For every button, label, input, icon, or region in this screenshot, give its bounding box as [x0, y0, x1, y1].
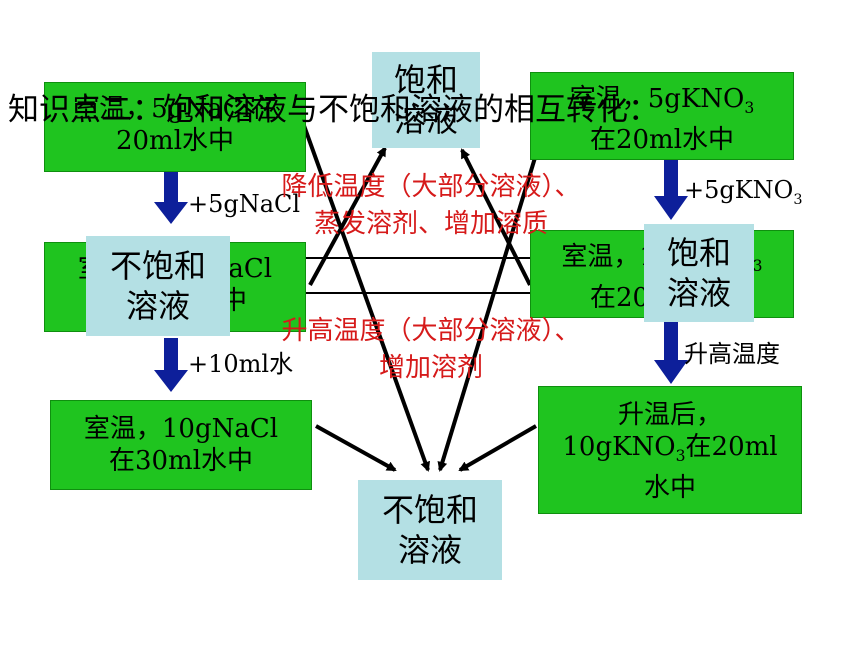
- state-top-saturated-line2: 溶液: [393, 101, 458, 139]
- state-bottom-unsaturated-line1: 不饱和: [381, 491, 478, 529]
- down-arrow-right-2: [654, 322, 688, 384]
- state-left-unsaturated: 不饱和 溶液: [86, 236, 230, 336]
- down-arrow-left-1: [154, 172, 188, 224]
- state-right-saturated-line1: 饱和: [666, 234, 731, 272]
- label-add-water: +10ml水: [188, 350, 294, 378]
- arrow-rightmid-to-top: [460, 148, 532, 286]
- condition-to-unsaturated: 升高温度（大部分溶液）、 增加溶剂: [236, 310, 626, 384]
- arrow-rightbot-to-bottom: [458, 424, 538, 472]
- box-left-bottom-line1: 室温，10gNaCl: [83, 414, 279, 444]
- arrow-leftmid-to-top: [308, 146, 387, 286]
- down-arrow-right-1: [654, 160, 688, 220]
- condition-to-saturated-line2: 蒸发溶剂、增加溶质: [313, 209, 548, 239]
- state-top-saturated: 饱和 溶液: [372, 52, 480, 148]
- state-right-saturated: 饱和 溶液: [644, 224, 754, 322]
- box-left-top-line2: 20ml水中: [115, 126, 235, 156]
- page-title: 知识点二：饱和溶液与不饱和溶液的相互转化：: [8, 92, 659, 128]
- arrow-lefttop-to-bottom: [300, 119, 430, 472]
- box-left-bottom-line2: 在30ml水中: [108, 446, 254, 476]
- down-arrow-left-2: [154, 338, 188, 392]
- box-left-top-line1: 室温，5gNaCl在: [73, 94, 277, 124]
- label-heat: 升高温度: [684, 340, 780, 368]
- condition-to-unsaturated-line1: 升高温度（大部分溶液）、: [281, 316, 581, 346]
- box-right-top: 室温，5gKNO3 在20ml水中: [530, 72, 794, 160]
- state-top-saturated-line1: 饱和: [393, 61, 458, 99]
- arrow-leftbot-to-bottom: [315, 424, 397, 472]
- arrow-righttop-to-bottom: [437, 114, 550, 472]
- box-right-bottom-line3: 水中: [643, 473, 696, 504]
- box-right-bottom-line2: 10gKNO3在20ml: [562, 432, 778, 466]
- box-right-top-line2: 在20ml水中: [589, 125, 735, 156]
- box-left-bottom: 室温，10gNaCl 在30ml水中: [50, 400, 312, 490]
- condition-to-saturated-line1: 降低温度（大部分溶液）、: [281, 172, 581, 202]
- box-right-bottom-line1: 升温后，: [617, 400, 722, 430]
- state-right-saturated-line2: 溶液: [666, 274, 731, 312]
- label-add-kno3: +5gKNO3: [684, 176, 803, 208]
- box-right-top-line1: 室温，5gKNO3: [569, 84, 755, 118]
- condition-to-saturated: 降低温度（大部分溶液）、 蒸发溶剂、增加溶质: [236, 166, 626, 240]
- state-left-unsaturated-line2: 溶液: [125, 287, 190, 325]
- state-left-unsaturated-line1: 不饱和: [109, 247, 206, 285]
- state-bottom-unsaturated: 不饱和 溶液: [358, 480, 502, 580]
- box-right-bottom: 升温后， 10gKNO3在20ml 水中: [538, 386, 802, 514]
- condition-to-unsaturated-line2: 增加溶剂: [378, 353, 483, 383]
- state-bottom-unsaturated-line2: 溶液: [397, 531, 462, 569]
- label-add-nacl: +5gNaCl: [188, 190, 301, 218]
- box-left-top: 室温，5gNaCl在 20ml水中: [44, 82, 306, 172]
